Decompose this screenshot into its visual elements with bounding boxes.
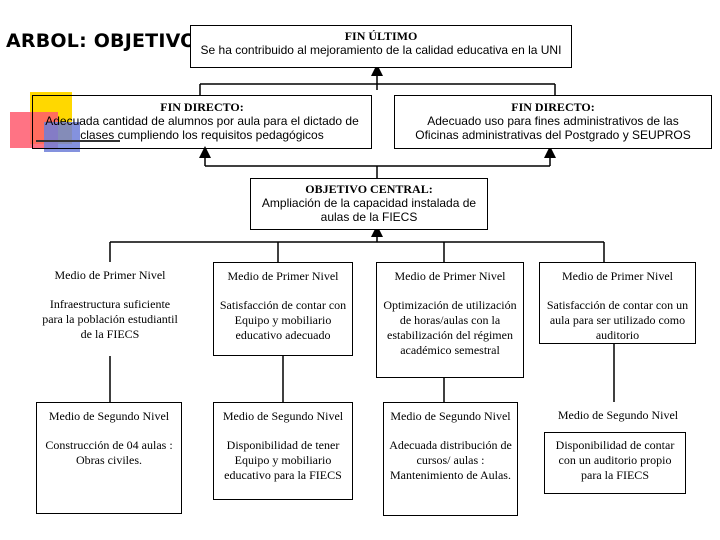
primer-nivel-medio-4: Medio de Primer Nivel Satisfacción de co…	[539, 262, 696, 344]
objetivo-central-line1: Ampliación de la capacidad instalada de	[261, 196, 477, 210]
fin-directo-1-heading: FIN DIRECTO:	[160, 100, 244, 114]
objetivo-central-line2: aulas de la FIECS	[320, 210, 418, 224]
primer-nivel-medio-2: Medio de Primer Nivel Satisfacción de co…	[213, 262, 353, 356]
fin-ultimo-box: FIN ÚLTIMO Se ha contribuido al mejorami…	[190, 25, 572, 68]
primer-nivel-1-heading: Medio de Primer Nivel	[54, 268, 166, 282]
objetivo-central-box: OBJETIVO CENTRAL: Ampliación de la capac…	[250, 178, 488, 230]
primer-nivel-medio-1: Medio de Primer Nivel Infraestructura su…	[36, 268, 184, 356]
primer-nivel-1-text: Infraestructura suficiente para la pobla…	[42, 297, 178, 341]
primer-nivel-4-heading: Medio de Primer Nivel	[562, 269, 673, 283]
segundo-nivel-1-text: Construcción de 04 aulas : Obras civiles…	[45, 438, 173, 467]
segundo-nivel-4-text: Disponibilidad de contar con un auditori…	[555, 438, 675, 482]
segundo-nivel-medio-1: Medio de Segundo Nivel Construcción de 0…	[36, 402, 182, 514]
primer-nivel-2-text: Satisfacción de contar con Equipo y mobi…	[219, 298, 347, 342]
segundo-nivel-1-heading: Medio de Segundo Nivel	[48, 409, 170, 423]
fin-directo-1-line1: Adecuada cantidad de alumnos por aula pa…	[45, 114, 359, 128]
segundo-nivel-medio-4-detail: Disponibilidad de contar con un auditori…	[544, 432, 686, 494]
segundo-nivel-medio-2: Medio de Segundo Nivel Disponibilidad de…	[213, 402, 353, 500]
objetivo-central-heading: OBJETIVO CENTRAL:	[305, 182, 433, 196]
primer-nivel-3-text: Optimización de utilización de horas/aul…	[383, 298, 517, 357]
decorative-blue-block	[44, 122, 80, 152]
segundo-nivel-3-text: Adecuada distribución de cursos/ aulas :…	[389, 438, 512, 482]
fin-ultimo-text: Se ha contribuido al mejoramiento de la …	[200, 43, 562, 57]
fin-directo-2-heading: FIN DIRECTO:	[511, 100, 595, 114]
fin-ultimo-heading: FIN ÚLTIMO	[344, 29, 418, 43]
segundo-nivel-3-heading: Medio de Segundo Nivel	[390, 409, 511, 423]
segundo-nivel-2-text: Disponibilidad de tener Equipo y mobilia…	[224, 438, 342, 482]
segundo-nivel-2-heading: Medio de Segundo Nivel	[222, 409, 344, 423]
primer-nivel-4-text: Satisfacción de contar con un aula para …	[546, 298, 689, 342]
fin-directo-box-1: FIN DIRECTO: Adecuada cantidad de alumno…	[32, 95, 372, 149]
fin-directo-box-2: FIN DIRECTO: Adecuado uso para fines adm…	[394, 95, 712, 149]
fin-directo-1-line2: clases cumpliendo los requisitos pedagóg…	[80, 128, 324, 142]
decorative-dark-line	[36, 140, 120, 142]
primer-nivel-3-heading: Medio de Primer Nivel	[394, 269, 506, 283]
segundo-nivel-4-heading: Medio de Segundo Nivel	[557, 408, 679, 422]
fin-directo-2-line2: Oficinas administrativas del Postgrado y…	[415, 128, 691, 142]
fin-directo-2-line1: Adecuado uso para fines administrativos …	[427, 114, 679, 128]
segundo-nivel-medio-4: Medio de Segundo Nivel	[548, 402, 688, 496]
primer-nivel-medio-3: Medio de Primer Nivel Optimización de ut…	[376, 262, 524, 378]
page-title: ARBOL: OBJETIVOS	[6, 30, 211, 52]
segundo-nivel-medio-3: Medio de Segundo Nivel Adecuada distribu…	[383, 402, 518, 516]
primer-nivel-2-heading: Medio de Primer Nivel	[227, 269, 339, 283]
